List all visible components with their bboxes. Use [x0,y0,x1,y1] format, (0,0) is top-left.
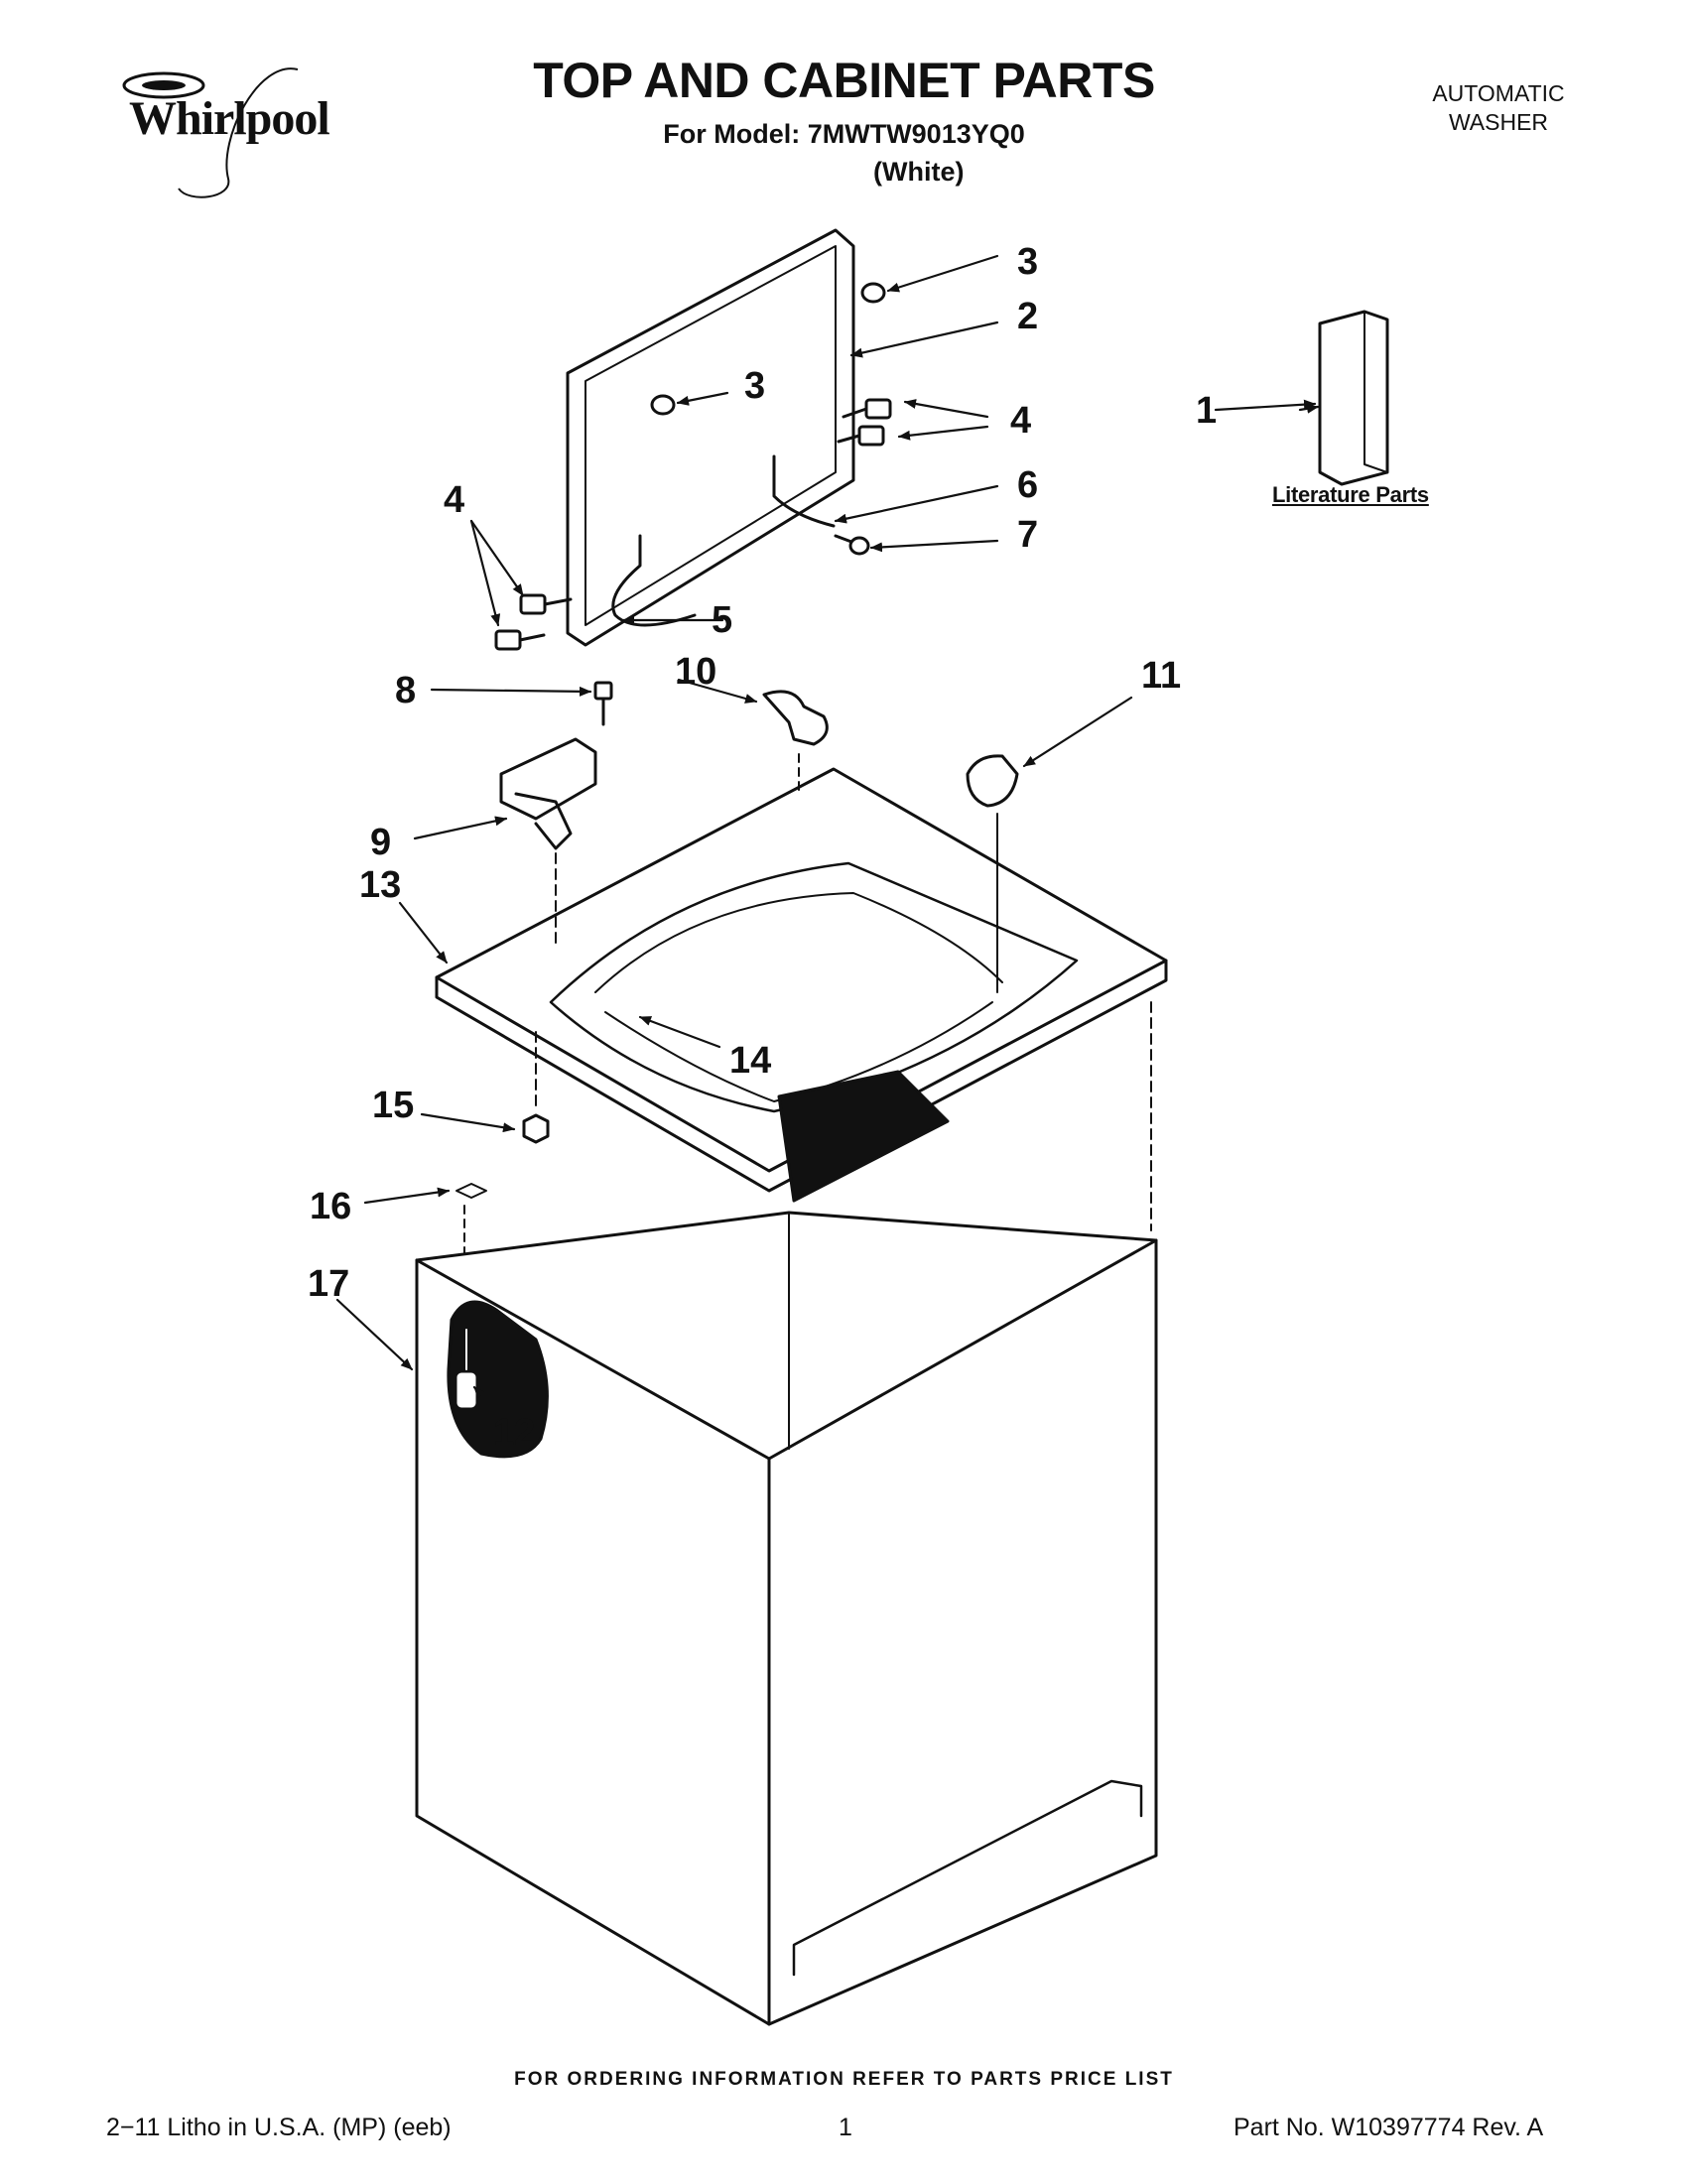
ordering-note: FOR ORDERING INFORMATION REFER TO PARTS … [514,2069,1174,2090]
callout-13: 13 [359,864,402,906]
leader-lines [335,254,1320,1421]
brand-logo-text: Whirlpool [129,92,330,145]
cotter-pin [834,534,870,556]
hinge-rods [611,454,836,627]
page-title: TOP AND CABINET PARTS [533,53,1155,108]
callout-1: 1 [1196,390,1218,432]
callout-14: 14 [729,1040,772,1082]
callout-5: 5 [712,599,733,641]
lid-frame [566,228,855,647]
appliance-type: AUTOMATIC WASHER [1369,79,1627,137]
dispenser-cap [966,754,1019,993]
part-number: Part No. W10397774 Rev. A [1234,2114,1544,2141]
literature-parts-label: Literature Parts [1272,482,1429,507]
lid-bumpers [650,282,886,416]
appliance-line-1: AUTOMATIC [1432,80,1565,106]
callout-6: 6 [1017,464,1039,506]
top-panel [435,767,1168,1193]
corner-seal [777,1070,950,1203]
callout-3a: 3 [1017,241,1039,283]
litho-text: 2−11 Litho in U.S.A. (MP) (eeb) [106,2114,452,2141]
callout-4a: 4 [1010,400,1032,442]
callout-11: 11 [1141,655,1182,697]
cabinet-cutaway [447,1300,549,1459]
callout-9: 9 [370,822,392,863]
callout-10: 10 [675,651,717,693]
lid-switch [499,681,613,944]
callout-8: 8 [395,670,417,711]
callout-12: 12 [493,1412,536,1454]
callout-15: 15 [372,1085,415,1126]
callout-3b: 3 [744,365,766,407]
page-number: 1 [839,2114,852,2141]
callout-17: 17 [308,1263,350,1305]
cabinet-fasteners [455,1031,550,1256]
callout-16: 16 [310,1186,352,1227]
model-line: For Model: 7MWTW9013YQ0 [663,119,1025,149]
callout-7: 7 [1017,514,1039,556]
appliance-line-2: WASHER [1448,109,1549,135]
color-label: (White) [873,157,965,187]
lid-screws [494,398,892,651]
cabinet [415,1001,1158,2026]
callout-4b: 4 [444,479,465,521]
literature-packet [1318,310,1389,486]
callout-2: 2 [1017,296,1039,337]
